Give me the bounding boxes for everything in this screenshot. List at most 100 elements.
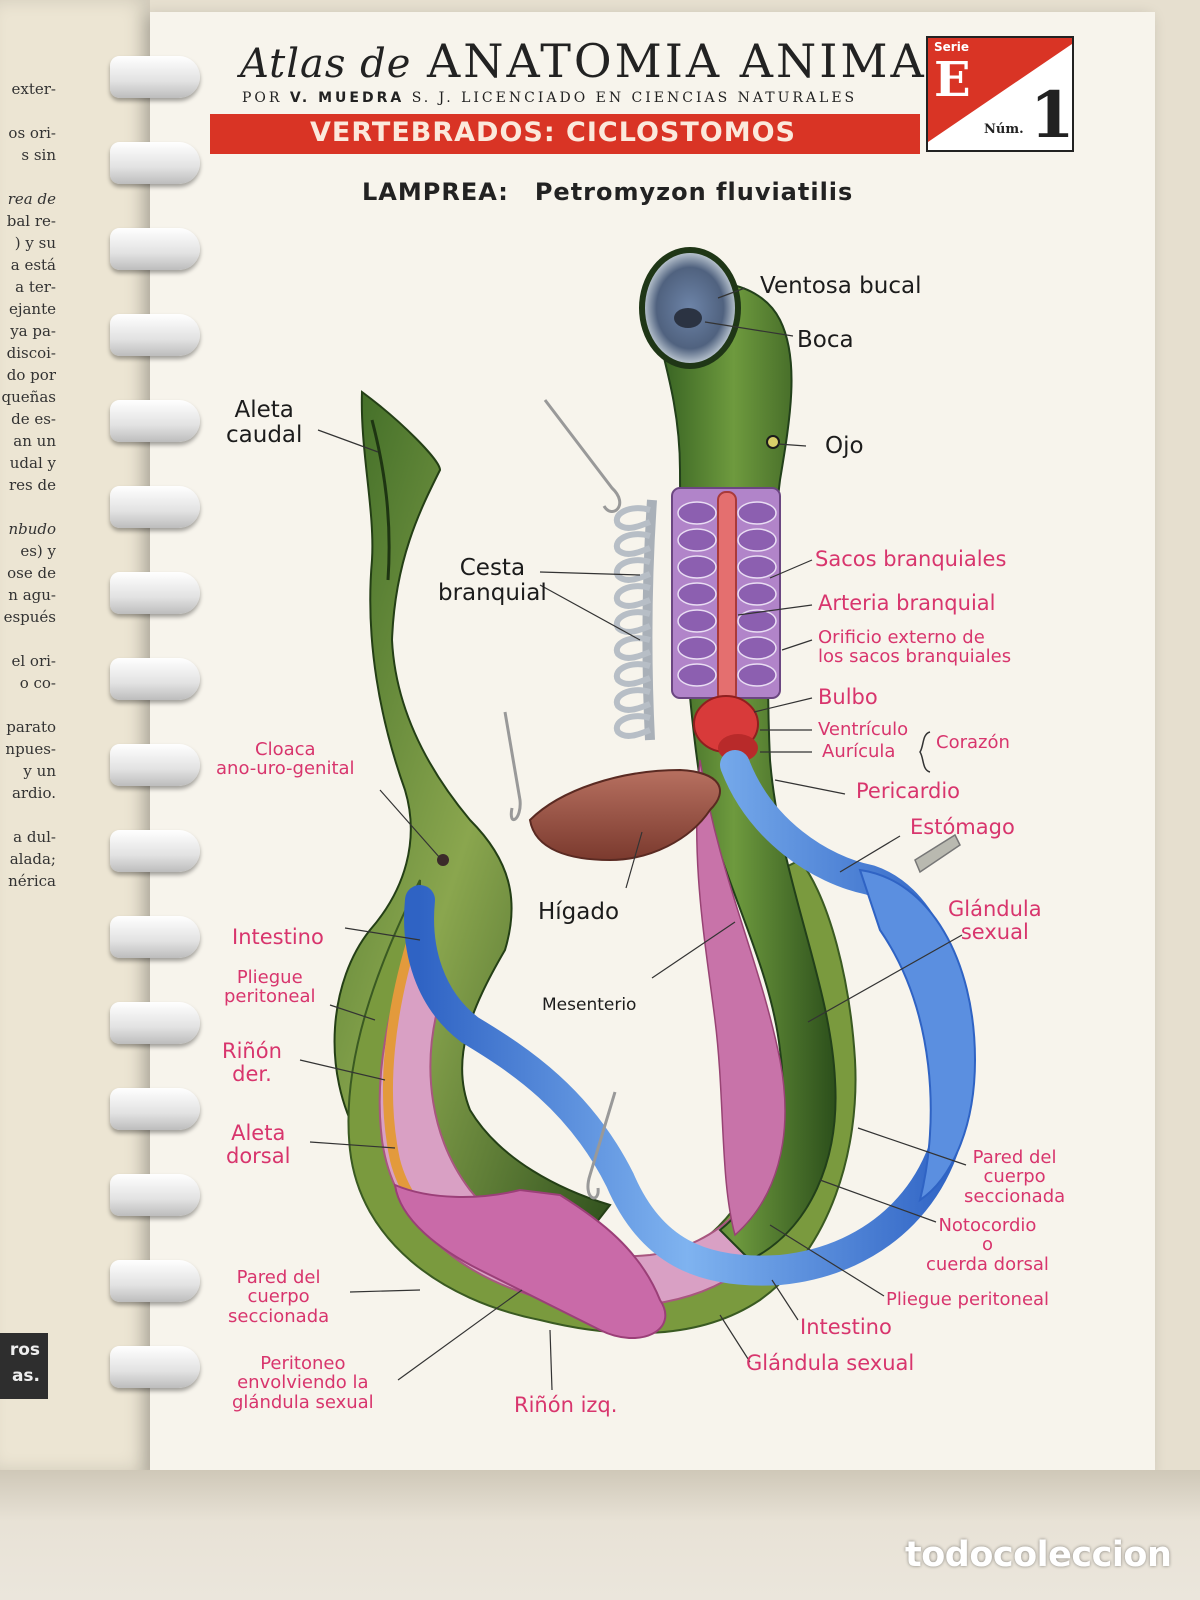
liver-shape [528, 768, 721, 862]
binding-coil [110, 826, 202, 878]
left-text-line: discoi- [6, 344, 56, 362]
label-bulbo: Bulbo [818, 685, 878, 709]
gill-sac [737, 582, 777, 606]
left-text-line: s sin [21, 146, 56, 164]
branchial-basket [613, 499, 657, 741]
label-pericardio: Pericardio [856, 779, 960, 803]
left-text-line: el ori- [11, 652, 56, 670]
serie-letter: E [934, 52, 971, 108]
coil-ring [110, 486, 200, 528]
left-page-dark-tab: ros as. [0, 1333, 48, 1399]
leader-cloaca [379, 789, 441, 859]
gonad-mass [393, 1183, 667, 1339]
table-surface [0, 1470, 1200, 1600]
label-peritoneo: Peritoneo envolviendo la glándula sexual [232, 1353, 374, 1413]
left-paragraph: a dul-alada;nérica [0, 826, 56, 892]
serie-badge-shape [928, 38, 1072, 142]
book-title: Atlas de ANATOMIA ANIMAL [240, 34, 960, 88]
left-paragraph: el ori-o co- [0, 650, 56, 694]
label-cesta-branquial: Cesta branquial [438, 555, 547, 606]
left-text-line: ose de [7, 564, 56, 582]
coil-ring [110, 228, 200, 270]
eye [766, 435, 780, 449]
label-aleta-dorsal: Aleta dorsal [226, 1121, 291, 1168]
label-higado: Hígado [538, 899, 620, 925]
author-post: S. J. LICENCIADO EN CIENCIAS NATURALES [411, 90, 858, 106]
leader-arteria [737, 604, 813, 616]
basket-arch [613, 713, 652, 739]
num-label: Núm. [984, 122, 1024, 137]
label-pliegue-peritoneal-left: Pliegue peritoneal [224, 967, 316, 1008]
leader-cesta-1 [539, 571, 641, 576]
left-text-line: n agu- [8, 586, 56, 604]
leader-estomago [839, 835, 901, 873]
basket-arch [613, 583, 652, 609]
basket-arch [613, 505, 652, 531]
left-text-line: os ori- [8, 124, 56, 142]
tab-line: as. [11, 1366, 40, 1386]
leader-glandula-r [807, 934, 963, 1023]
gill-artery [717, 491, 737, 703]
leader-higado [625, 831, 643, 889]
gill-sac [737, 609, 777, 633]
serie-label: Serie [934, 40, 969, 54]
left-text-line: an un [13, 432, 56, 450]
basket-arch [613, 635, 652, 661]
binding-coil [110, 52, 202, 104]
coil-ring [110, 1346, 200, 1388]
leader-pliegue-l [329, 1004, 376, 1021]
binding-coil [110, 1342, 202, 1394]
leader-pericardio [774, 779, 846, 795]
basket-arch [613, 687, 652, 713]
left-text-line: o co- [19, 674, 56, 692]
liver-hook [503, 711, 522, 822]
gill-sac [737, 663, 777, 687]
label-sacos-branquiales: Sacos branquiales [815, 547, 1007, 571]
author-pre: POR [242, 90, 283, 106]
left-text-line: ejante [8, 300, 56, 318]
left-text-line: y un [23, 762, 56, 780]
author-name: V. MUEDRA [289, 90, 405, 106]
label-glandula-sexual-bottom: Glándula sexual [746, 1351, 915, 1375]
label-arteria-branquial: Arteria branquial [818, 591, 996, 615]
leader-sacos [769, 559, 813, 579]
label-ventriculo: Ventrículo [818, 719, 909, 740]
leader-orificio [781, 639, 813, 651]
coil-ring [110, 400, 200, 442]
label-ojo: Ojo [825, 433, 864, 459]
serie-badge: Serie E Núm. 1 [926, 36, 1074, 152]
label-glandula-sexual-right: Glándula sexual [948, 897, 1042, 944]
leader-ojo [777, 443, 807, 447]
gill-sac [677, 609, 717, 633]
label-pliegue-peritoneal-right: Pliegue peritoneal [886, 1289, 1050, 1310]
leader-pared-l [349, 1289, 421, 1293]
left-text-line: nérica [8, 872, 56, 890]
gill-sac [737, 555, 777, 579]
label-orificio-externo: Orificio externo de los sacos branquiale… [818, 627, 1012, 668]
binding-coil [110, 138, 202, 190]
coil-ring [110, 1088, 200, 1130]
left-text-line: ya pa- [10, 322, 56, 340]
author-line: POR V. MUEDRA S. J. LICENCIADO EN CIENCI… [242, 90, 857, 106]
leader-ventosa [717, 287, 746, 299]
mouth-opening [674, 308, 702, 328]
leader-boca [704, 321, 794, 337]
page-header: Atlas de ANATOMIA ANIMAL POR V. MUEDRA S… [210, 30, 1140, 160]
oral-sucker [639, 247, 741, 369]
coil-ring [110, 1260, 200, 1302]
mesentery-hook [586, 1091, 617, 1200]
label-pared-cuerpo-right: Pared del cuerpo seccionada [964, 1147, 1066, 1207]
coil-ring [110, 744, 200, 786]
label-pared-cuerpo-left: Pared del cuerpo seccionada [228, 1267, 330, 1327]
leader-pared-r [857, 1127, 967, 1166]
label-rinon-der: Riñón der. [222, 1039, 282, 1086]
gill-sac [737, 501, 777, 525]
leader-mesenterio [651, 921, 736, 979]
gill-sacs [677, 501, 777, 687]
species-common: LAMPREA: [362, 178, 509, 206]
leader-rinon-der [299, 1059, 386, 1081]
binding-coil [110, 310, 202, 362]
left-text-line: bal re- [6, 212, 56, 230]
binding-coil [110, 654, 202, 706]
